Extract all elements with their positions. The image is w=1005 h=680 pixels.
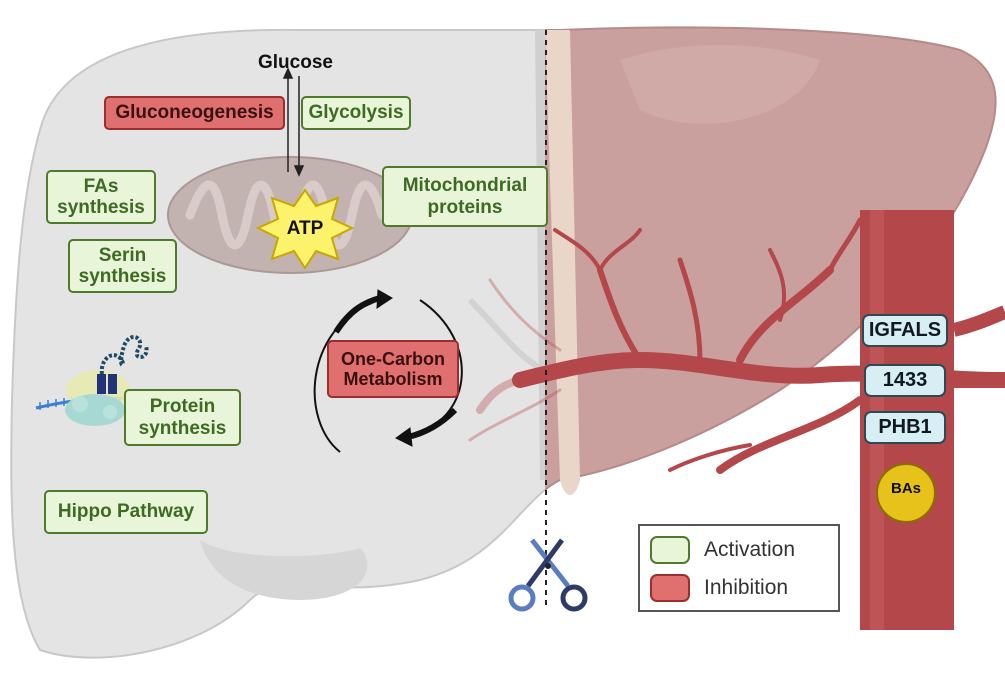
legend-label-inhibition: Inhibition — [704, 576, 789, 599]
activation-swatch — [650, 536, 690, 564]
serin-synthesis-box: Serin synthesis — [68, 239, 177, 293]
inhibition-swatch — [650, 574, 690, 602]
glycolysis-box: Glycolysis — [301, 96, 411, 130]
legend-label-activation: Activation — [704, 538, 796, 561]
glucose-exchange-arrows — [282, 67, 305, 177]
legend-item-activation: Activation — [650, 536, 795, 564]
scissors-icon — [508, 538, 588, 612]
cycle-arrows-icon — [313, 289, 463, 453]
atp-burst-icon — [255, 188, 355, 270]
protein-label-igfals: IGFALS — [862, 314, 948, 347]
one-carbon-metabolism-box: One-Carbon Metabolism — [327, 340, 459, 398]
bile-acid-circle — [876, 463, 936, 523]
legend-item-inhibition: Inhibition — [650, 574, 788, 602]
legend: Activation Inhibition — [638, 524, 840, 612]
resected-liver-lobe — [10, 26, 545, 659]
gluconeogenesis-box: Gluconeogenesis — [104, 96, 285, 130]
protein-label-phb1: PHB1 — [864, 411, 946, 444]
remnant-liver-lobe — [545, 26, 997, 659]
protein-synthesis-box: Protein synthesis — [124, 389, 241, 446]
bile-acids-label: BAs — [890, 480, 921, 497]
hippo-pathway-box: Hippo Pathway — [44, 490, 208, 534]
glucose-label: Glucose — [258, 52, 333, 73]
fas-synthesis-box: FAs synthesis — [46, 170, 156, 224]
atp-label: ATP — [286, 218, 324, 239]
mitochondrial-proteins-box: Mitochondrial proteins — [382, 166, 548, 227]
protein-label-1433: 1433 — [864, 364, 946, 397]
ribosome-icon — [35, 335, 151, 426]
